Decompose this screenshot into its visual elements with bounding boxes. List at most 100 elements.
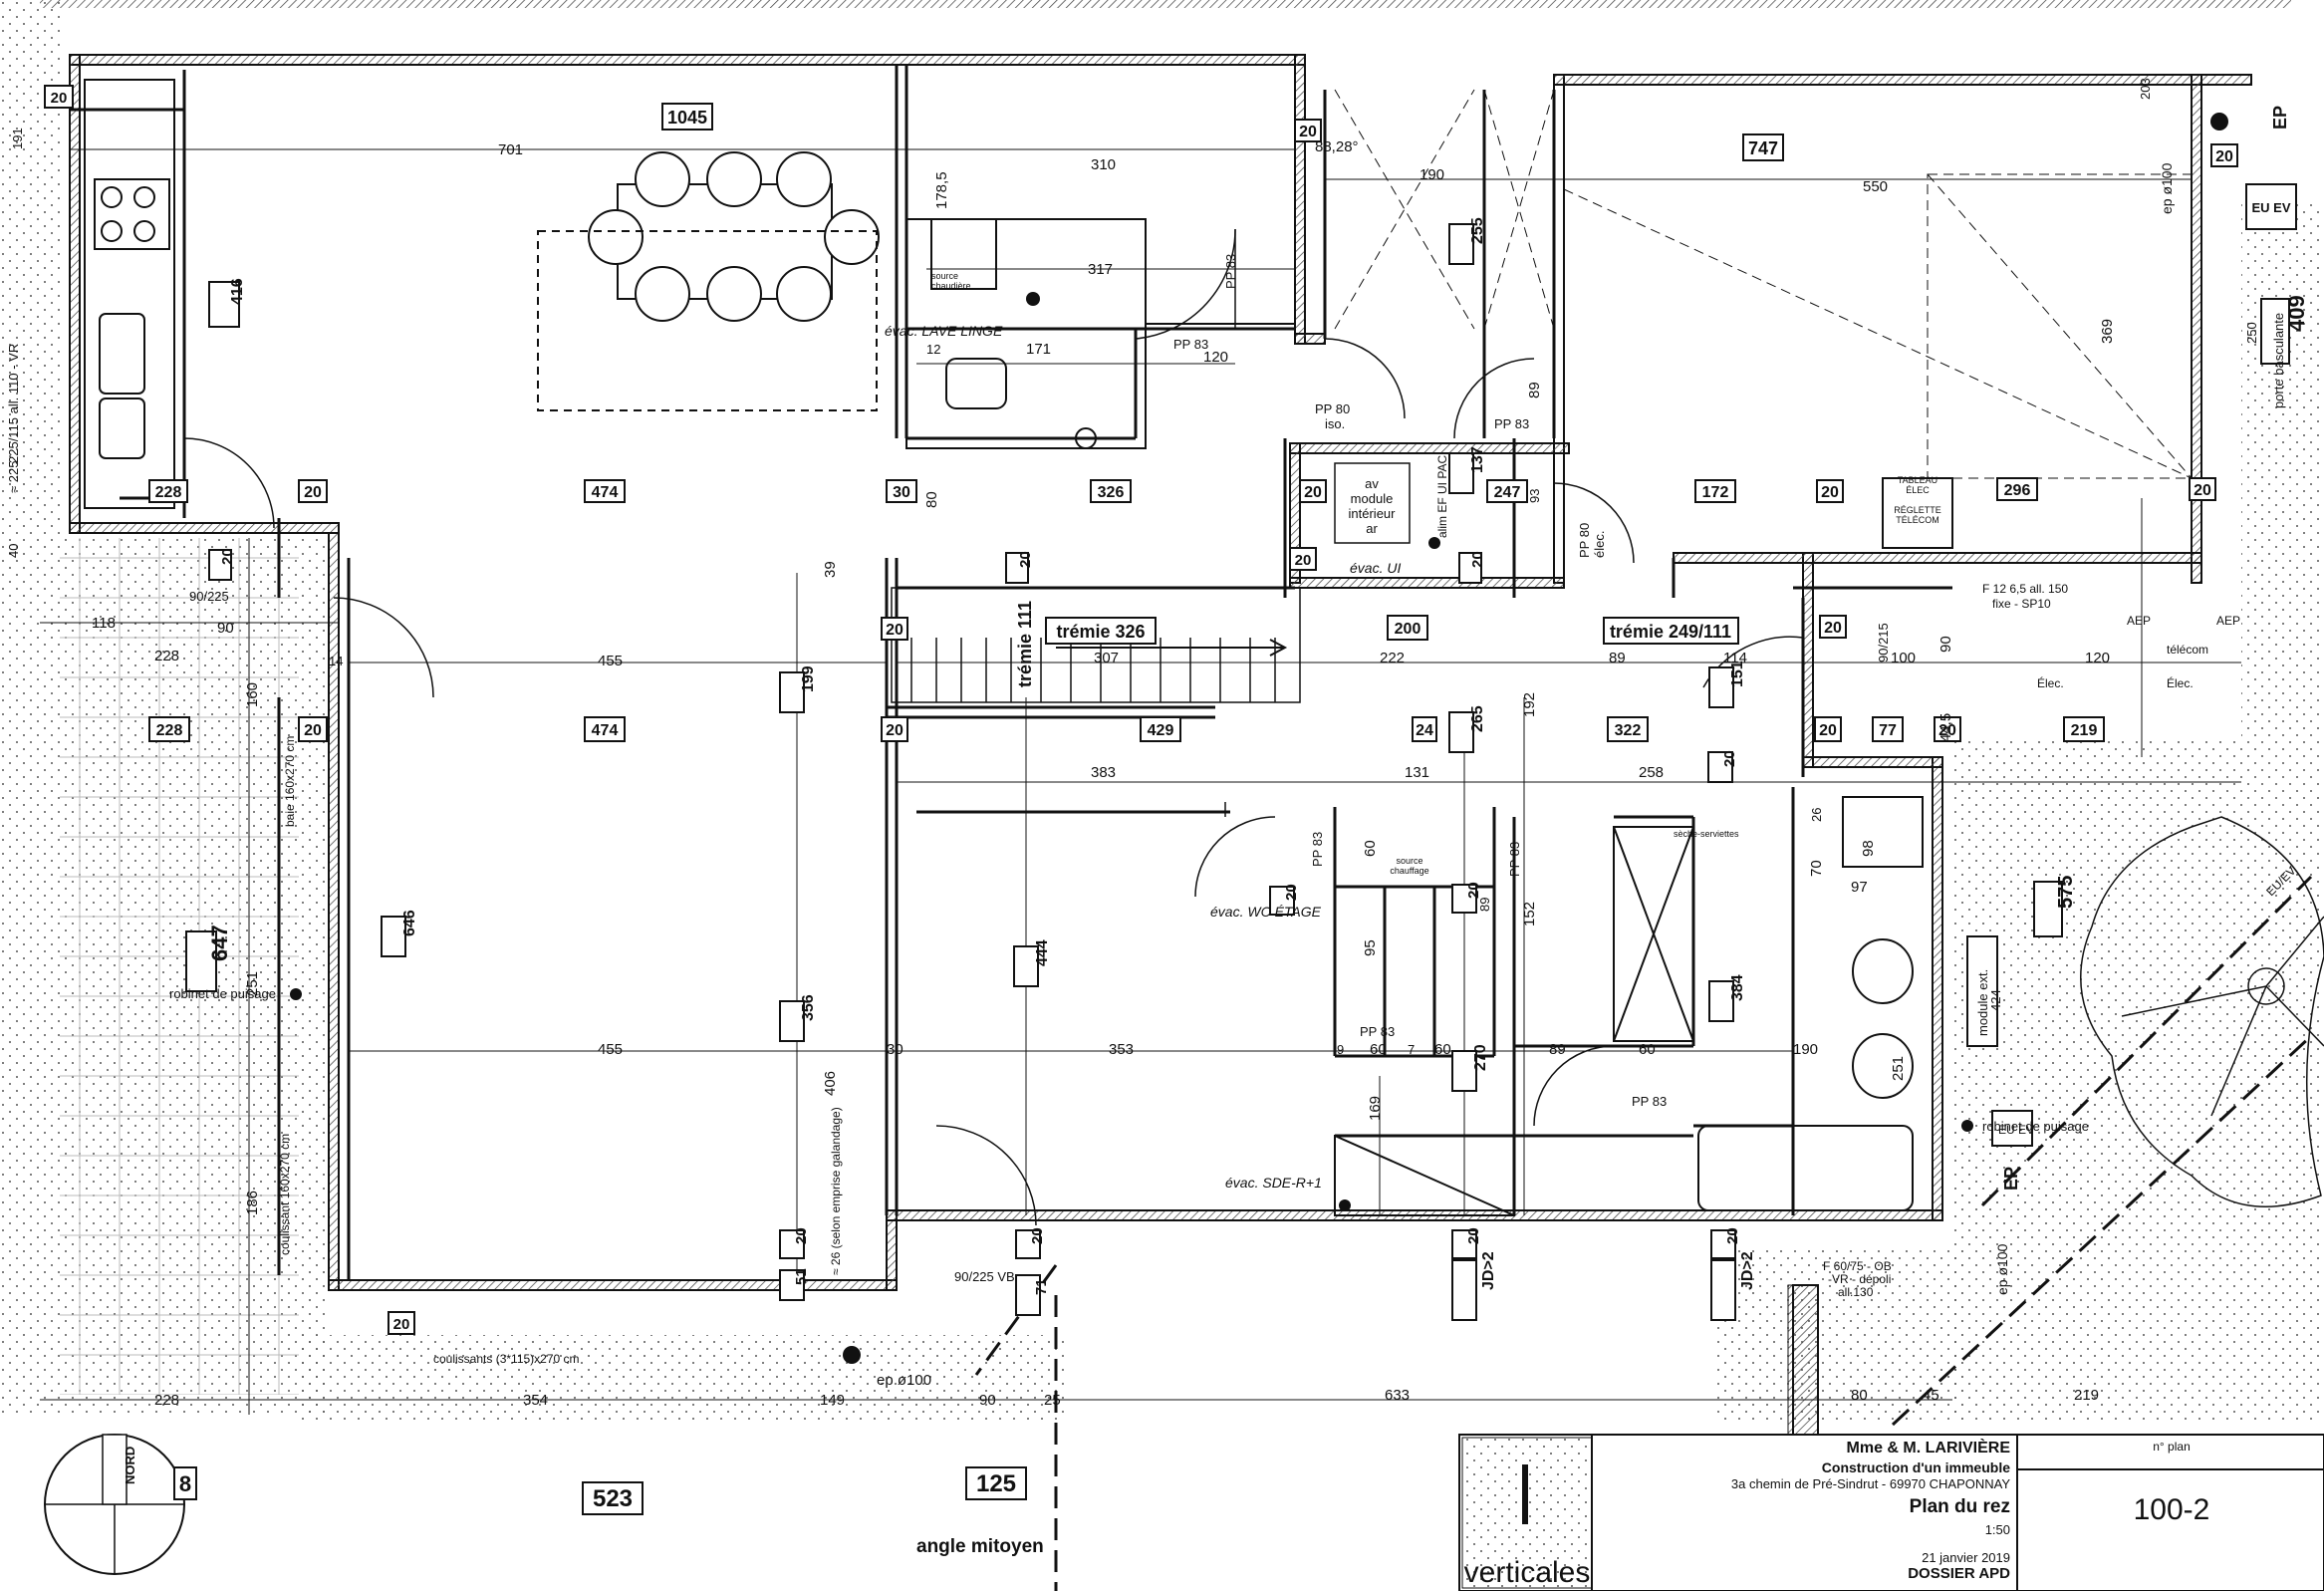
svg-text:455: 455 (598, 653, 623, 669)
svg-text:porte basculante: porte basculante (2271, 313, 2286, 408)
svg-text:20: 20 (1469, 551, 1486, 568)
svg-text:20: 20 (1465, 882, 1482, 899)
staircase (891, 587, 1301, 703)
annotations: 88,28° évac. LAVE LINGE évac. WC ÉTAGE é… (6, 106, 2299, 1557)
dining-table (537, 151, 880, 411)
svg-text:296: 296 (2004, 482, 2031, 499)
svg-text:190: 190 (1793, 1041, 1818, 1058)
exterior-ground-right (1952, 737, 2324, 1425)
svg-text:444: 444 (1034, 939, 1051, 966)
exterior-ground-mid (1713, 1245, 1962, 1425)
svg-text:251: 251 (244, 971, 261, 996)
svg-text:247: 247 (1494, 484, 1521, 501)
svg-text:416: 416 (229, 278, 246, 305)
svg-text:RÉGLETTE: RÉGLETTE (1894, 505, 1941, 515)
svg-text:-VR - dépoli: -VR - dépoli (1828, 1272, 1891, 1286)
svg-text:alim EF UI PAC: alim EF UI PAC (1435, 455, 1449, 538)
eu-ev-small-box (1991, 1110, 2033, 1147)
boxed-dimensions: 416 228 20 474 30 326 20 137 247 172 20 … (44, 85, 2309, 1515)
exterior-ground-far-right (2241, 199, 2324, 737)
svg-text:89: 89 (1477, 898, 1492, 912)
svg-text:20: 20 (1724, 1227, 1741, 1244)
svg-text:322: 322 (1615, 722, 1642, 739)
svg-text:131: 131 (1405, 764, 1429, 781)
svg-text:AEP: AEP (2127, 614, 2151, 628)
svg-text:chaudière: chaudière (931, 281, 971, 291)
project-name: Construction d'un immeuble (1822, 1459, 2010, 1475)
svg-text:455: 455 (598, 1041, 623, 1058)
logo-text: verticales (1464, 1556, 1591, 1589)
party-wall-top (40, 0, 2291, 8)
label-747: 747 (1748, 138, 1778, 158)
svg-text:20: 20 (219, 548, 236, 565)
svg-text:114: 114 (1723, 650, 1747, 666)
svg-text:149: 149 (820, 1392, 845, 1409)
svg-text:90/225: 90/225 (189, 589, 229, 604)
svg-text:PP 83: PP 83 (1173, 337, 1208, 352)
svg-text:160: 160 (244, 682, 261, 707)
svg-text:80: 80 (923, 491, 940, 508)
svg-text:125: 125 (976, 1470, 1016, 1497)
exterior-terrace-tiles (60, 538, 299, 1395)
svg-text:71: 71 (1033, 1278, 1050, 1295)
svg-text:évac. UI: évac. UI (1350, 560, 1401, 576)
svg-text:93: 93 (1527, 489, 1542, 503)
svg-text:152: 152 (1521, 902, 1538, 927)
svg-text:20: 20 (1283, 884, 1300, 901)
svg-text:258: 258 (1639, 764, 1664, 781)
sde-icon (1339, 1199, 1351, 1211)
svg-text:module ext.: module ext. (1975, 969, 1990, 1036)
plan-number: 100-2 (2134, 1493, 2210, 1526)
svg-text:575: 575 (2055, 876, 2077, 909)
svg-text:baie 160x270 cm: baie 160x270 cm (283, 736, 297, 827)
svg-text:coulissant 160x270 cm: coulissant 160x270 cm (278, 1134, 292, 1255)
drainage-lines (974, 875, 2313, 1591)
svg-text:203: 203 (2138, 78, 2153, 100)
svg-text:523: 523 (593, 1485, 633, 1512)
svg-text:ep ø100: ep ø100 (1994, 1243, 2010, 1295)
svg-text:PP 83: PP 83 (1507, 842, 1522, 877)
svg-text:20: 20 (1299, 124, 1317, 140)
svg-text:40: 40 (6, 544, 21, 558)
svg-text:192: 192 (1521, 692, 1538, 717)
exterior-ground-bottom (299, 1335, 1066, 1425)
svg-text:171: 171 (1026, 341, 1051, 358)
plan-date: 21 janvier 2019 (1922, 1550, 2010, 1565)
svg-text:20: 20 (2194, 482, 2211, 499)
plan-title: Plan du rez (1910, 1496, 2010, 1517)
svg-text:iso.: iso. (1325, 416, 1345, 431)
svg-text:EP: EP (2001, 1167, 2021, 1191)
svg-text:199: 199 (800, 665, 817, 692)
plan-number-label: n° plan (2153, 1440, 2191, 1454)
svg-text:356: 356 (800, 994, 817, 1021)
svg-text:77: 77 (1879, 722, 1897, 739)
ep-top-icon (2210, 113, 2228, 131)
svg-text:coulissants (3*115)x270 cm: coulissants (3*115)x270 cm (433, 1352, 580, 1366)
svg-text:20: 20 (1819, 722, 1837, 739)
svg-text:chauffage: chauffage (1390, 866, 1428, 876)
svg-text:354: 354 (523, 1392, 548, 1409)
svg-text:89: 89 (1609, 650, 1626, 666)
svg-text:robinet de puisage: robinet de puisage (169, 986, 276, 1001)
svg-text:118: 118 (92, 615, 116, 632)
svg-text:100: 100 (1891, 650, 1916, 666)
svg-text:26: 26 (1809, 808, 1824, 822)
drain-symbols (290, 113, 2228, 1364)
rug (537, 230, 878, 411)
svg-text:20: 20 (793, 1227, 810, 1244)
svg-text:≈ 225: ≈ 225 (6, 461, 21, 493)
svg-text:409: 409 (2284, 295, 2309, 332)
svg-text:30: 30 (893, 484, 910, 501)
north-arrow (44, 1434, 185, 1575)
aep-icon (1026, 292, 1040, 306)
eu-ev-box (2245, 183, 2297, 230)
svg-text:265: 265 (1469, 705, 1486, 732)
svg-text:20: 20 (1938, 722, 1956, 739)
svg-text:255: 255 (1469, 217, 1486, 244)
door-swings (183, 228, 1804, 1226)
svg-text:701: 701 (498, 141, 523, 158)
svg-text:90/225 VB: 90/225 VB (954, 1269, 1015, 1284)
svg-text:source: source (931, 271, 958, 281)
svg-text:F 12 6,5 all. 150: F 12 6,5 all. 150 (1982, 582, 2068, 596)
